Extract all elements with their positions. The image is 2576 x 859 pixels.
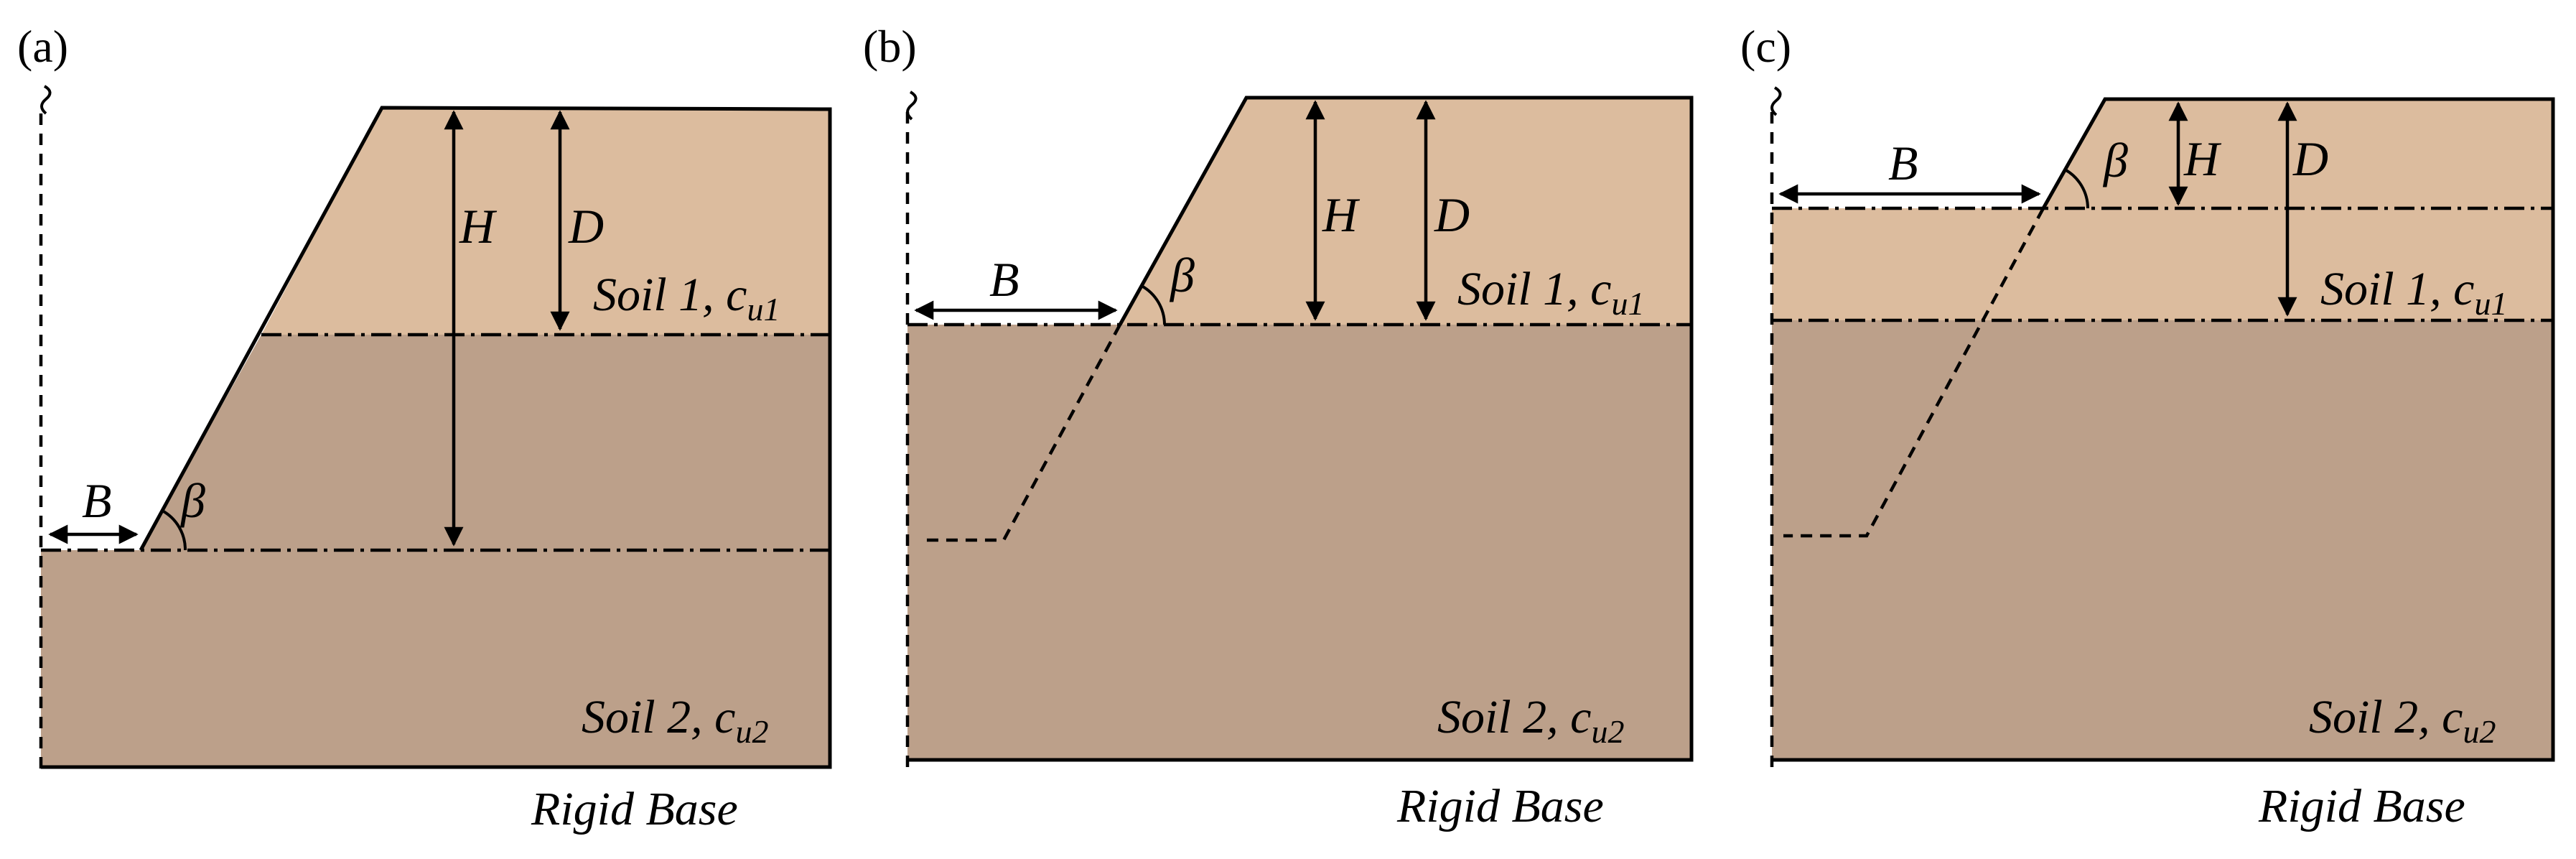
slope-outline-a: [41, 106, 832, 769]
panel-label-a: (a): [17, 21, 68, 72]
slope-outline-b: [907, 96, 1694, 762]
soil2-label-c: Soil 2, cu2: [2309, 691, 2496, 750]
angle-arc-b: [1141, 284, 1166, 325]
angle-label-c: β: [2102, 133, 2128, 187]
soil1-label-c: Soil 1, cu1: [2320, 263, 2507, 322]
rigid-base-label-a: Rigid Base: [531, 783, 738, 835]
dim-D-label-c: D: [2292, 131, 2328, 186]
panel-a: (a) B β H D Soil 1, cu1 Soil 2, cu2 Rigi…: [17, 21, 832, 835]
dim-B-label-b: B: [989, 252, 1019, 307]
angle-label-b: β: [1169, 248, 1195, 302]
soil1-label-b: Soil 1, cu1: [1457, 263, 1644, 322]
panel-label-b: (b): [863, 21, 917, 72]
soil2-label-b: Soil 2, cu2: [1437, 691, 1624, 750]
rotation-axis-icon: [906, 90, 918, 121]
panel-c: (c) B β H D Soil 1, cu1 Soil 2, cu2 Rigi…: [1740, 21, 2555, 832]
angle-label-a: β: [179, 473, 205, 528]
angle-arc-c: [2064, 168, 2089, 209]
soil1-region-b: [1120, 98, 1691, 325]
soil2-label-a: Soil 2, cu2: [582, 691, 768, 750]
rotation-axis-icon: [1770, 86, 1782, 116]
rotation-axis-icon: [40, 85, 52, 115]
soil2-region-a: [141, 335, 830, 550]
dim-H-label-c: H: [2183, 131, 2222, 186]
angle-arc-a: [162, 509, 187, 551]
dim-D-label-b: D: [1434, 187, 1470, 242]
failure-dash-b: [919, 323, 1121, 542]
dim-B-label-a: B: [82, 473, 112, 528]
panel-b: (b) B β H D Soil 1, cu1 Soil 2, cu2 Rigi…: [863, 21, 1694, 832]
dim-H-label-a: H: [459, 199, 498, 254]
dim-B-label-c: B: [1888, 136, 1918, 190]
soil1-region-a: [261, 108, 830, 335]
foundation-region-b: [907, 325, 1691, 760]
dim-D-label-a: D: [568, 199, 604, 254]
failure-dash-c: [1783, 207, 2045, 538]
dim-H-label-b: H: [1322, 187, 1361, 242]
soil2-region-c: [1772, 320, 2553, 760]
soil1-label-a: Soil 1, cu1: [593, 269, 780, 328]
panel-label-c: (c): [1740, 21, 1791, 72]
foundation-region-a: [41, 550, 830, 767]
rigid-base-label-b: Rigid Base: [1396, 780, 1604, 832]
rigid-base-label-c: Rigid Base: [2258, 780, 2465, 832]
soil1-lower-region-c: [1772, 208, 2553, 320]
slope-outline-c: [1772, 97, 2555, 762]
